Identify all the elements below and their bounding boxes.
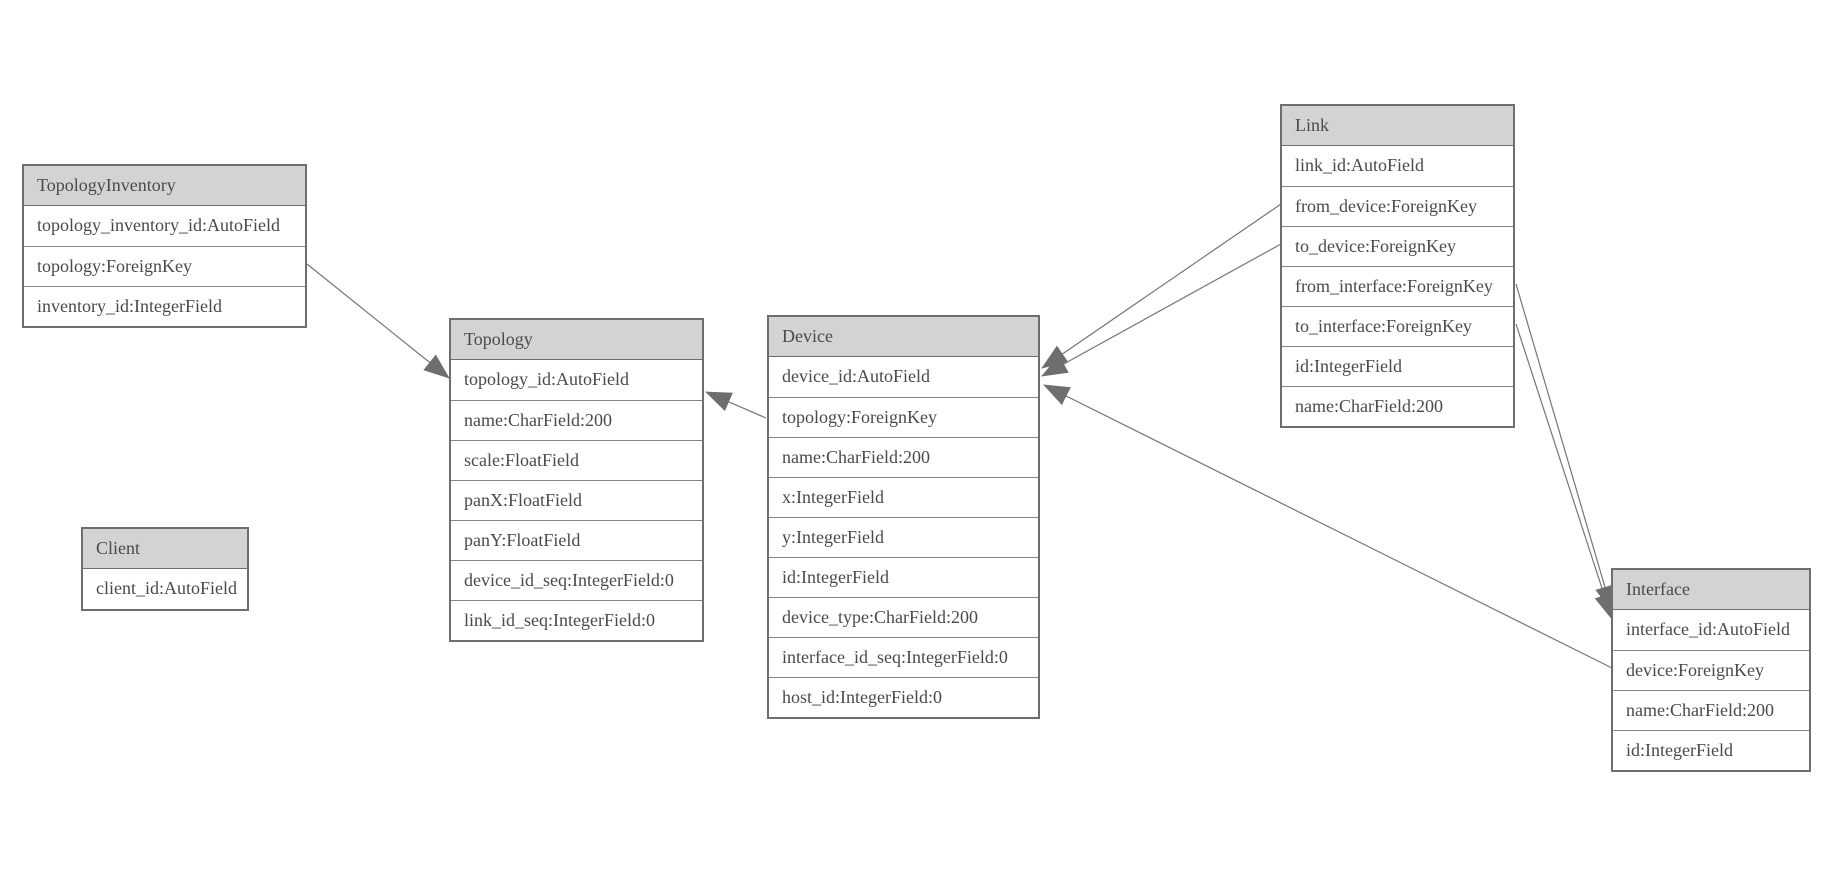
entity-field-row: to_interface:ForeignKey bbox=[1282, 306, 1513, 346]
entity-field-row: from_device:ForeignKey bbox=[1282, 186, 1513, 226]
entity-field-row: device_type:CharField:200 bbox=[769, 597, 1038, 637]
entity-field-row: client_id:AutoField bbox=[83, 569, 247, 609]
entity-field-row: x:IntegerField bbox=[769, 477, 1038, 517]
entity-field-row: y:IntegerField bbox=[769, 517, 1038, 557]
entity-field-row: name:CharField:200 bbox=[451, 400, 702, 440]
entity-field-row: panY:FloatField bbox=[451, 520, 702, 560]
relationship-link-to-device-fk bbox=[1041, 243, 1282, 377]
relationship-topologyinventory-topology-fk bbox=[306, 263, 450, 379]
entity-field-row: topology:ForeignKey bbox=[769, 397, 1038, 437]
entity-field-row: topology:ForeignKey bbox=[24, 246, 305, 286]
relationship-link-from-device-fk bbox=[1041, 203, 1282, 369]
entity-field-row: device:ForeignKey bbox=[1613, 650, 1809, 690]
relationship-interface-device-fk bbox=[1043, 384, 1613, 669]
entity-field-row: link_id:AutoField bbox=[1282, 146, 1513, 186]
entity-field-row: topology_id:AutoField bbox=[451, 360, 702, 400]
entity-field-row: interface_id:AutoField bbox=[1613, 610, 1809, 650]
entity-field-row: from_interface:ForeignKey bbox=[1282, 266, 1513, 306]
relationship-link-to-interface-fk bbox=[1515, 323, 1614, 620]
entity-field-row: scale:FloatField bbox=[451, 440, 702, 480]
entity-field-row: to_device:ForeignKey bbox=[1282, 226, 1513, 266]
entity-field-row: id:IntegerField bbox=[1282, 346, 1513, 386]
entity-table-title: Link bbox=[1282, 106, 1513, 146]
entity-table-title: Device bbox=[769, 317, 1038, 357]
relationship-link-from-interface-fk bbox=[1515, 283, 1615, 612]
entity-field-row: name:CharField:200 bbox=[1282, 386, 1513, 426]
entity-field-row: name:CharField:200 bbox=[769, 437, 1038, 477]
entity-table-title: Interface bbox=[1613, 570, 1809, 610]
entity-field-row: device_id:AutoField bbox=[769, 357, 1038, 397]
entity-field-row: inventory_id:IntegerField bbox=[24, 286, 305, 326]
relationship-edges bbox=[306, 203, 1615, 669]
entity-table-title: TopologyInventory bbox=[24, 166, 305, 206]
entity-field-row: interface_id_seq:IntegerField:0 bbox=[769, 637, 1038, 677]
entity-field-row: id:IntegerField bbox=[769, 557, 1038, 597]
entity-table-title: Topology bbox=[451, 320, 702, 360]
entity-field-row: panX:FloatField bbox=[451, 480, 702, 520]
entity-field-row: host_id:IntegerField:0 bbox=[769, 677, 1038, 717]
entity-table-title: Client bbox=[83, 529, 247, 569]
entity-field-row: name:CharField:200 bbox=[1613, 690, 1809, 730]
entity-field-row: topology_inventory_id:AutoField bbox=[24, 206, 305, 246]
entity-field-row: id:IntegerField bbox=[1613, 730, 1809, 770]
relationship-device-topology-fk bbox=[705, 391, 767, 419]
entity-field-row: link_id_seq:IntegerField:0 bbox=[451, 600, 702, 640]
entity-field-row: device_id_seq:IntegerField:0 bbox=[451, 560, 702, 600]
